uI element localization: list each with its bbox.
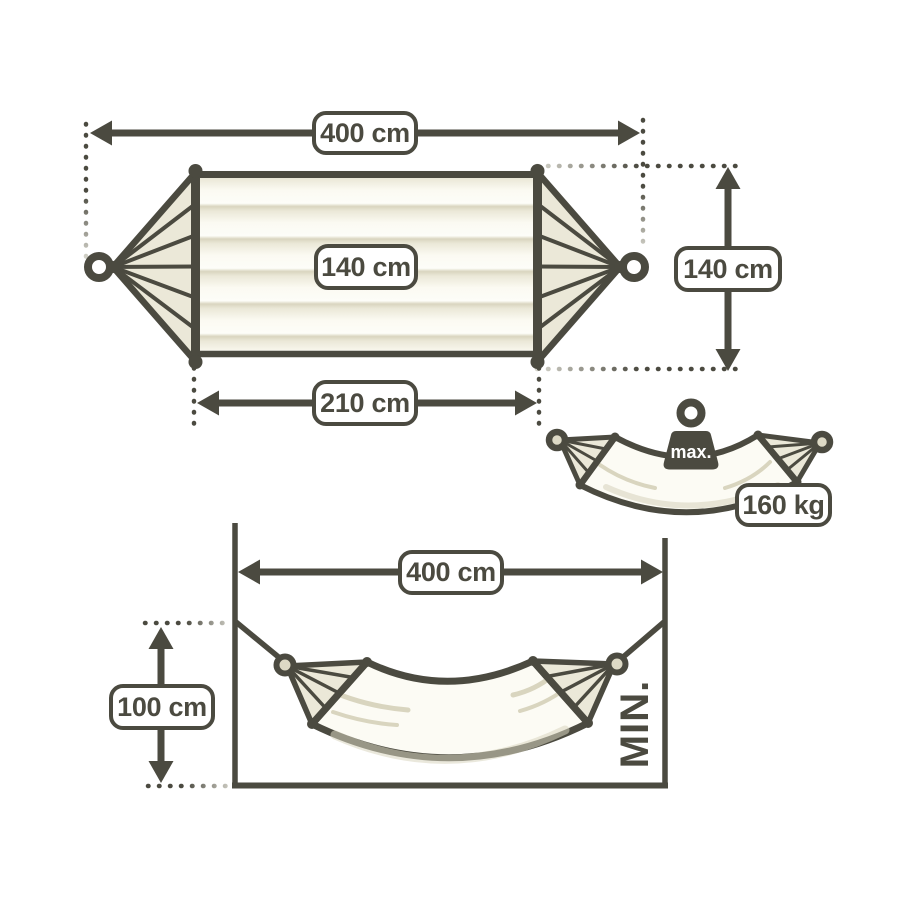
mounting-distance-label: 400 cm — [398, 550, 504, 595]
max-load-text: max. — [670, 442, 712, 462]
arrowhead-right — [618, 120, 640, 146]
spreader-bar-right — [529, 657, 592, 727]
arrowhead-down — [148, 761, 174, 783]
knot-left — [107, 261, 119, 273]
width-value: 140 cm — [321, 251, 411, 282]
suspension-ring-right — [619, 252, 649, 282]
right-fan-edges — [530, 658, 617, 726]
arrowhead-down — [715, 349, 741, 371]
weight-handle — [676, 398, 706, 428]
arrowhead-right — [515, 390, 537, 416]
hanging-width-label: 140 cm — [674, 246, 782, 292]
ring-right — [605, 652, 629, 676]
ring-left — [545, 428, 569, 452]
mounting-distance-value: 400 cm — [406, 557, 496, 587]
right-fan-edges — [533, 168, 624, 366]
max-weight-label: 160 kg — [735, 483, 832, 527]
left-fan-edges — [284, 659, 370, 727]
ring-right — [810, 430, 834, 454]
knot-right — [614, 261, 626, 273]
hanging-view-illustration — [232, 523, 668, 789]
mounting-height-label: 100 cm — [109, 684, 215, 730]
overall-length-label: 400 cm — [312, 111, 418, 155]
spreader-bar-left — [308, 658, 371, 728]
max-weight-value: 160 kg — [742, 489, 825, 520]
overall-length-value: 400 cm — [320, 117, 410, 148]
hanging-width-value: 140 cm — [683, 253, 773, 284]
spreader-bar-left — [576, 433, 619, 489]
bed-length-label: 210 cm — [312, 380, 418, 426]
suspension-ring-left — [84, 252, 114, 282]
left-fan-cords — [111, 201, 198, 332]
ring-left — [273, 653, 297, 677]
bed-length-value: 210 cm — [320, 387, 410, 418]
arrowhead-left — [90, 120, 112, 146]
min-span-label: MIN. — [613, 679, 657, 769]
mounting-height-value: 100 cm — [117, 691, 207, 722]
width-label: 140 cm — [314, 244, 418, 290]
arrowhead-up — [148, 627, 174, 649]
arrowhead-left — [197, 390, 219, 416]
arrowhead-left — [238, 559, 260, 585]
weight-body — [663, 431, 719, 470]
right-fan-cords — [535, 201, 622, 332]
arrowhead-up — [715, 167, 741, 189]
weight-icon — [663, 398, 719, 470]
left-fan-edges — [109, 168, 200, 366]
spreader-bar-right — [754, 431, 801, 486]
arrowhead-right — [641, 559, 663, 585]
